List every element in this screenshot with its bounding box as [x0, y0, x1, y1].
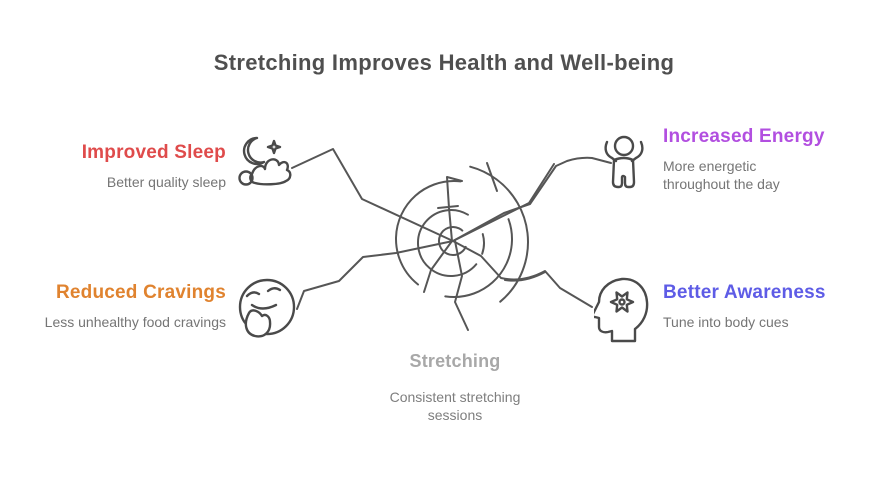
- diagram-title: Stretching Improves Health and Well-bein…: [213, 50, 675, 75]
- craving-face-icon: [238, 278, 296, 338]
- increased-energy-description: More energetic throughout the day: [663, 158, 780, 192]
- improved-sleep-label: Improved Sleep: [81, 142, 226, 163]
- person-arms-raised-icon: [604, 135, 644, 189]
- moon-and-sleeping-person-icon: [238, 136, 292, 186]
- improved-sleep-description: Better quality sleep: [106, 174, 226, 190]
- better-awareness-label: Better Awareness: [663, 282, 826, 303]
- node-improved-sleep: Improved Sleep Better quality sleep: [30, 142, 226, 192]
- reduced-cravings-description: Less unhealthy food cravings: [44, 314, 226, 330]
- center-node-label: Stretching: [409, 351, 501, 371]
- increased-energy-label: Increased Energy: [663, 126, 825, 147]
- node-increased-energy: Increased Energy More energetic througho…: [663, 126, 853, 193]
- reduced-cravings-label: Reduced Cravings: [55, 282, 226, 303]
- center-node-description: Consistent stretching sessions: [389, 389, 521, 424]
- better-awareness-description: Tune into body cues: [663, 314, 789, 330]
- node-reduced-cravings: Reduced Cravings Less unhealthy food cra…: [30, 282, 226, 332]
- head-with-gear-icon: [594, 277, 649, 343]
- node-better-awareness: Better Awareness Tune into body cues: [663, 282, 853, 332]
